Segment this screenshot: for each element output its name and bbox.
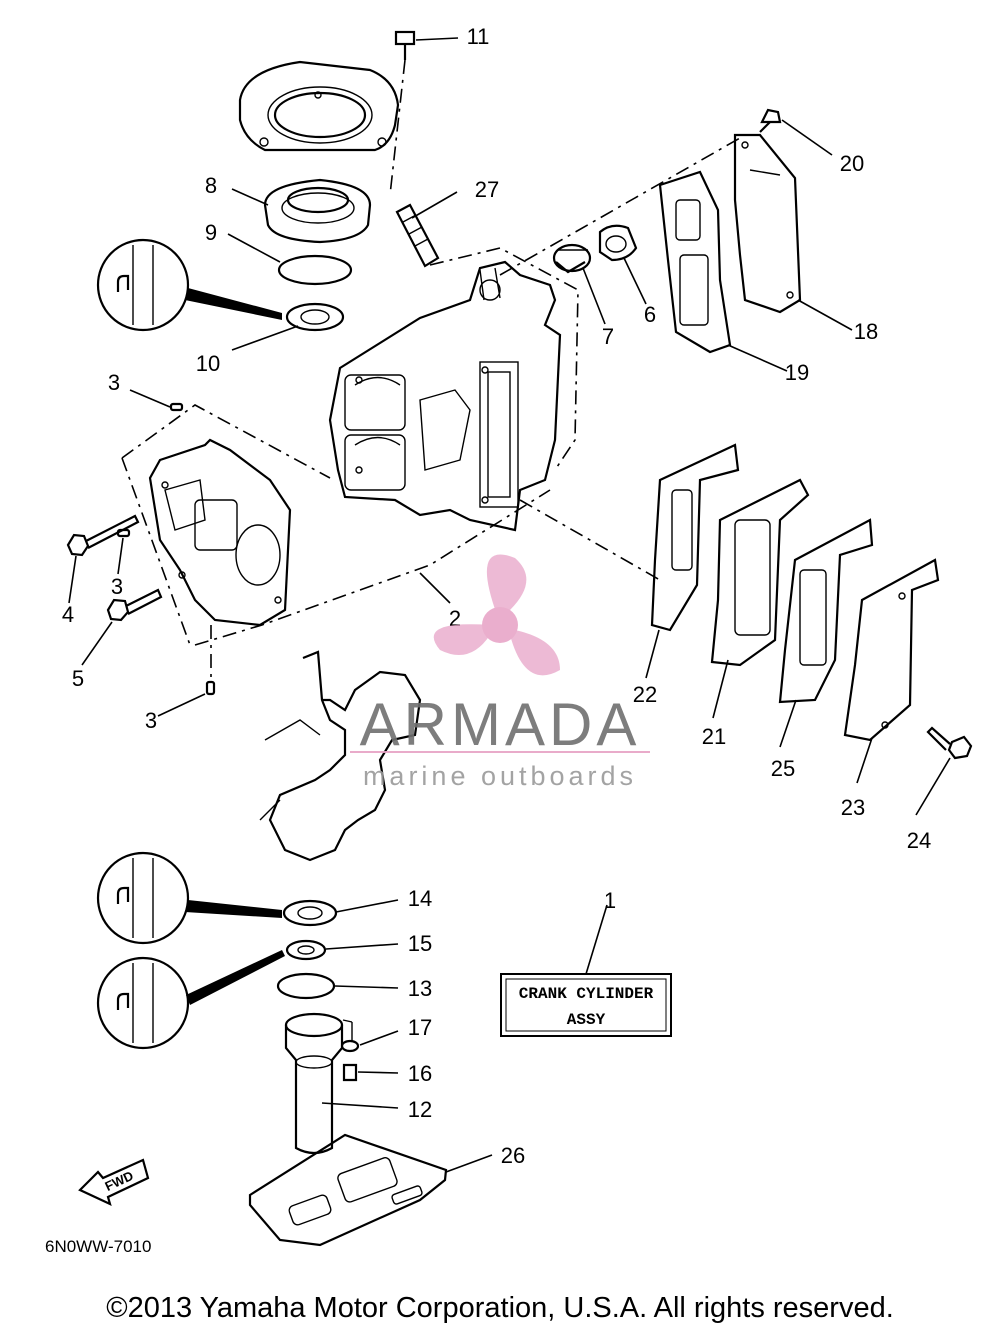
callout-22: 22 xyxy=(633,682,657,707)
leader-lines xyxy=(68,37,951,1173)
callout-7: 7 xyxy=(602,324,614,349)
bolt-4 xyxy=(66,514,140,557)
gasket-26 xyxy=(248,1133,448,1247)
forward-arrow-icon: FWD xyxy=(78,1158,150,1207)
gasket-25 xyxy=(778,518,874,704)
o-ring-13 xyxy=(276,972,336,1000)
seal-detail-callout-mid xyxy=(96,851,282,945)
thermostat-cover-6 xyxy=(598,224,638,262)
propeller-logo-icon xyxy=(433,554,560,676)
callout-26: 26 xyxy=(501,1143,525,1168)
callout-17: 17 xyxy=(408,1015,432,1040)
assembly-label-line2: ASSY xyxy=(567,1011,606,1029)
bolt-5 xyxy=(106,588,163,622)
assembly-label-box: CRANK CYLINDER ASSY xyxy=(500,973,672,1037)
callout-4: 4 xyxy=(62,602,74,627)
oil-seal-14 xyxy=(282,899,338,927)
copyright-notice: ©2013 Yamaha Motor Corporation, U.S.A. A… xyxy=(106,1292,894,1324)
callout-3b: 3 xyxy=(111,574,123,599)
callout-24: 24 xyxy=(907,828,931,853)
watermark-tagline: marine outboards xyxy=(363,761,637,791)
callout-8: 8 xyxy=(205,173,217,198)
assembly-label-line1: CRANK CYLINDER xyxy=(519,985,654,1003)
seal-detail-callout-low xyxy=(96,950,285,1050)
callout-23: 23 xyxy=(841,795,865,820)
crankshaft xyxy=(259,650,422,862)
cylinder-block xyxy=(328,260,562,532)
callout-1: 1 xyxy=(604,888,616,913)
bolt-24 xyxy=(926,726,973,760)
crankcase xyxy=(148,438,292,627)
seal-detail-callout-top xyxy=(96,238,282,332)
o-ring-9 xyxy=(277,254,353,286)
callout-15: 15 xyxy=(408,931,432,956)
callout-12: 12 xyxy=(408,1097,432,1122)
callout-10: 10 xyxy=(196,351,220,376)
forward-arrow-label: FWD xyxy=(103,1168,136,1194)
callout-25: 25 xyxy=(771,756,795,781)
bolt-16 xyxy=(342,1063,358,1082)
gasket-22 xyxy=(650,443,740,632)
exhaust-inner-plate-21 xyxy=(710,478,810,667)
callout-13: 13 xyxy=(408,976,432,1001)
drive-shaft-housing-12 xyxy=(284,1012,344,1155)
callout-3c: 3 xyxy=(145,708,157,733)
callout-20: 20 xyxy=(840,151,864,176)
callout-19: 19 xyxy=(785,360,809,385)
bearing-cover-plate xyxy=(238,60,400,152)
plate-23 xyxy=(843,558,940,742)
oil-seal-10 xyxy=(285,302,345,332)
callout-9: 9 xyxy=(205,220,217,245)
bolt-11 xyxy=(394,30,416,60)
dowel-3a xyxy=(169,402,184,412)
callout-21: 21 xyxy=(702,724,726,749)
watermark-brand: ARMADA xyxy=(360,691,641,758)
diagram-code: 6N0WW-7010 xyxy=(45,1237,151,1256)
oil-seal-housing-8 xyxy=(263,178,372,244)
callout-27: 27 xyxy=(475,177,499,202)
callout-16: 16 xyxy=(408,1061,432,1086)
thermostat-7 xyxy=(552,243,592,274)
washer-17 xyxy=(340,1039,360,1053)
exhaust-cover-18 xyxy=(733,133,802,314)
callout-11: 11 xyxy=(467,24,490,49)
callout-labels: 1 2 3 3 3 4 5 6 7 8 9 10 11 12 13 14 15 … xyxy=(62,24,931,1168)
oil-seal-15 xyxy=(285,939,327,961)
bolt-20 xyxy=(759,108,782,133)
gasket-19 xyxy=(658,170,732,354)
dowel-3c xyxy=(205,680,216,696)
callout-3a: 3 xyxy=(108,370,120,395)
armada-watermark: ARMADA marine outboards xyxy=(350,554,650,791)
callout-14: 14 xyxy=(408,886,432,911)
callout-5: 5 xyxy=(72,666,84,691)
callout-18: 18 xyxy=(854,319,878,344)
callout-6: 6 xyxy=(644,302,656,327)
